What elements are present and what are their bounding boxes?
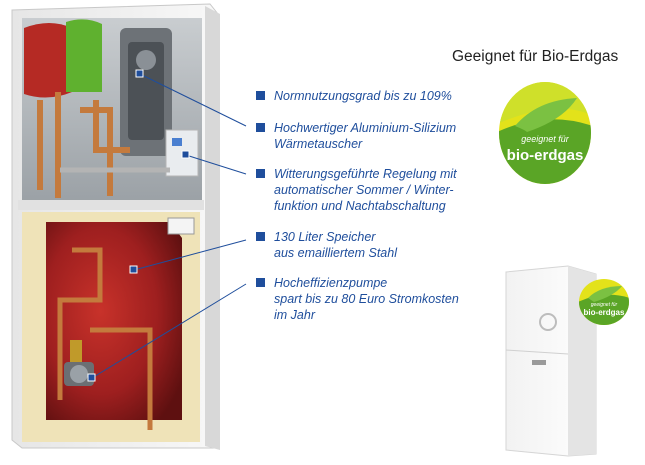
square-bullet-icon: [256, 91, 265, 100]
feature-item: Normnutzungsgrad bis zu 109%: [256, 88, 452, 104]
feature-item: Hocheffizienzpumpe spart bis zu 80 Euro …: [256, 275, 459, 323]
square-bullet-icon: [256, 169, 265, 178]
page-title: Geeignet für Bio-Erdgas: [452, 48, 619, 65]
bio-erdgas-seal-icon: geeignet für bio-erdgas: [499, 82, 591, 184]
seal-small-text-line2: bio-erdgas: [584, 308, 625, 317]
bio-erdgas-small-seal-icon: geeignet für bio-erdgas: [579, 279, 629, 325]
seal-text-line2: bio-erdgas: [507, 147, 584, 164]
feature-text: Normnutzungsgrad bis zu 109%: [274, 89, 452, 103]
feature-text: Hocheffizienzpumpe spart bis zu 80 Euro …: [274, 276, 459, 322]
feature-item: Hochwertiger Aluminium-Silizium Wärmetau…: [256, 120, 456, 152]
seal-text-line1: geeignet für: [521, 134, 570, 144]
seal-small-text-line1: geeignet für: [591, 302, 618, 308]
square-bullet-icon: [256, 278, 265, 287]
feature-item: Witterungsgeführte Regelung mit automati…: [256, 166, 457, 214]
boiler-cutaway-illustration: [11, 3, 220, 450]
feature-item: 130 Liter Speicher aus emailliertem Stah…: [256, 229, 397, 261]
feature-text: Hochwertiger Aluminium-Silizium Wärmetau…: [274, 121, 457, 151]
square-bullet-icon: [256, 232, 265, 241]
feature-text: Witterungsgeführte Regelung mit automati…: [274, 167, 457, 213]
feature-text: 130 Liter Speicher aus emailliertem Stah…: [274, 230, 397, 260]
square-bullet-icon: [256, 123, 265, 132]
